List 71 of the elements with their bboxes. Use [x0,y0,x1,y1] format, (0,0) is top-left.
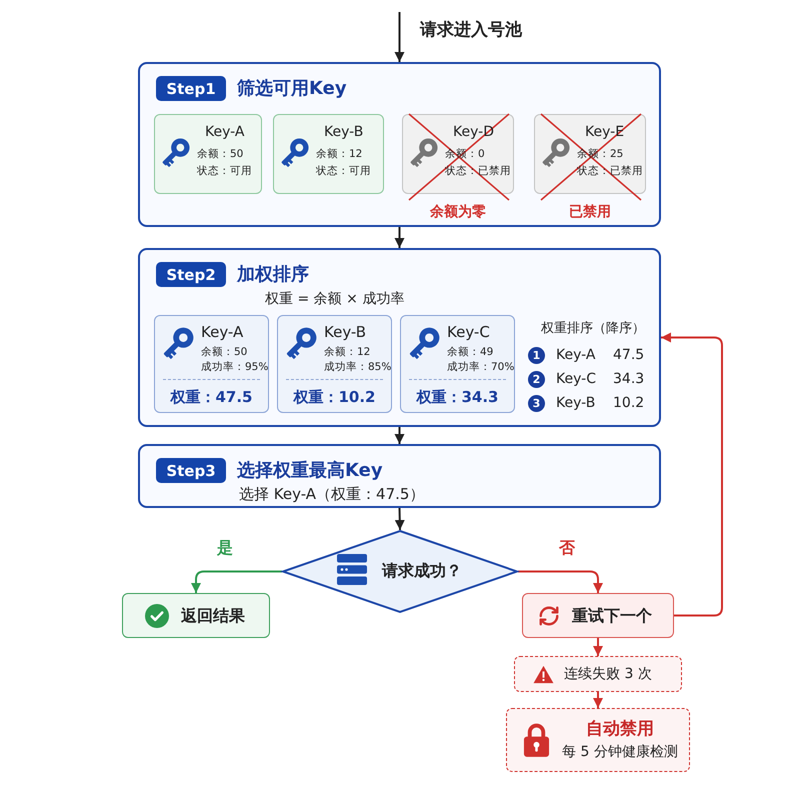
step-number: Step1 [156,76,226,101]
arrow [191,570,282,593]
arrow [394,12,404,62]
edge-label: 是 [217,537,233,559]
key-card [273,114,384,194]
ranking-weight: 10.2 [613,395,644,411]
weight-value: 权重：34.3 [415,387,500,408]
step-title: 选择权重最高Key [237,459,383,483]
ranking-weight: 34.3 [613,371,644,387]
key-name: Key-B [324,123,364,142]
key-detail: 状态：已禁用 [577,164,643,179]
node-title: 连续失败 3 次 [564,665,652,684]
rejection-reason: 余额为零 [429,203,487,221]
node-title: 返回结果 [181,604,245,626]
weight-value: 权重：47.5 [169,387,254,408]
decision-diamond [282,530,518,613]
rank-number: 3 [528,394,545,412]
step-number: Step2 [156,262,226,287]
key-card [154,315,269,413]
key-detail: 成功率：70% [447,360,514,375]
key-detail: 状态：已禁用 [445,164,511,179]
edge-label: 请求进入号池 [420,19,522,41]
step-number: Step3 [156,458,226,483]
formula-text: 权重 = 余额 × 成功率 [265,290,404,309]
failure-box [514,656,682,692]
arrow [593,638,603,656]
ranking-weight: 47.5 [613,347,644,363]
decision-text: 请求成功？ [382,560,462,582]
rank-number: 1 [528,346,545,364]
step-title: 筛选可用Key [237,77,347,101]
ranking-key: Key-C [556,371,613,387]
node-note: 每 5 分钟健康检测 [562,743,678,762]
disable-box [506,708,690,772]
rejection-reason: 已禁用 [568,203,612,221]
key-detail: 成功率：85% [324,360,392,375]
key-name: Key-A [205,123,244,142]
ranking-key: Key-A [556,347,613,363]
arrow [394,427,404,444]
key-card [154,114,262,194]
key-name: Key-B [324,322,366,342]
key-detail: 状态：可用 [197,164,252,179]
arrow [661,332,723,616]
node-title: 自动禁用 [586,718,654,740]
key-name: Key-A [201,322,244,342]
step-panel [138,444,661,508]
arrow [394,227,404,248]
rank-number: 2 [528,370,545,388]
key-name: Key-C [447,322,490,342]
arrow [593,692,603,708]
key-detail: 余额：50 [201,345,248,360]
success-box [122,593,270,638]
selection-text: 选择 Key-A（权重：47.5） [239,484,424,504]
step-panel [138,248,661,427]
key-card [277,315,392,413]
retry-box [522,593,674,638]
step-panel [138,62,661,227]
arrow [394,508,405,530]
ranking-title: 权重排序（降序） [541,320,646,338]
key-detail: 余额：50 [197,147,244,162]
edge-label: 否 [559,537,575,559]
weight-value: 权重：10.2 [292,387,376,408]
ranking-key: Key-B [556,395,613,411]
key-detail: 余额：12 [324,345,370,360]
node-title: 重试下一个 [572,604,652,626]
key-detail: 余额：12 [316,147,362,162]
key-card [400,315,515,413]
key-detail: 余额：49 [447,345,494,360]
key-detail: 状态：可用 [316,164,371,179]
step-title: 加权排序 [237,263,309,287]
key-detail: 成功率：95% [201,360,268,375]
arrow [518,570,603,593]
